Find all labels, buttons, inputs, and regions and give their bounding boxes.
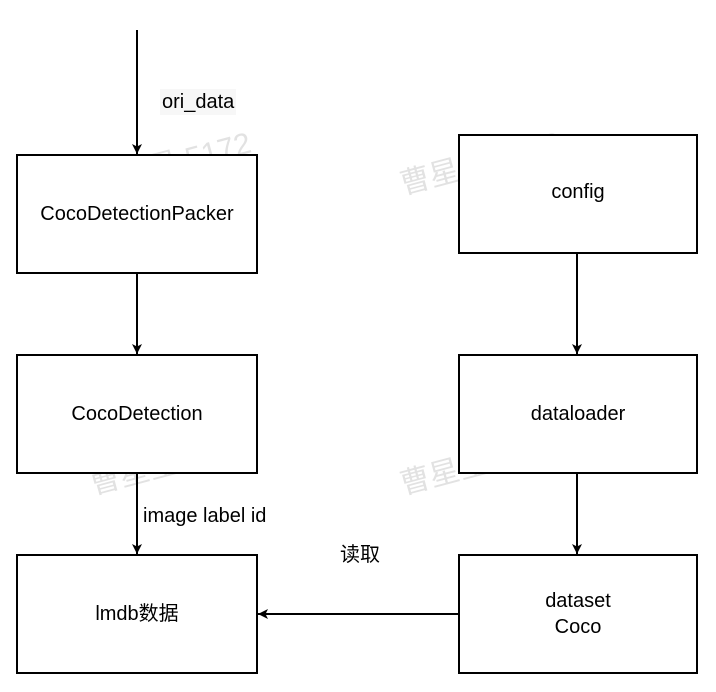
edge-label-image-label-id: image label id	[143, 505, 267, 527]
edge-label-read: 读取	[340, 544, 380, 566]
node-config: config	[458, 134, 698, 254]
node-dataset-coco: dataset Coco	[458, 554, 698, 674]
node-coco-detection-packer: CocoDetectionPacker	[16, 154, 258, 274]
node-coco-detection: CocoDetection	[16, 354, 258, 474]
node-lmdb-data: lmdb数据	[16, 554, 258, 674]
edge-label-ori-data: ori_data	[160, 89, 237, 115]
node-dataloader: dataloader	[458, 354, 698, 474]
